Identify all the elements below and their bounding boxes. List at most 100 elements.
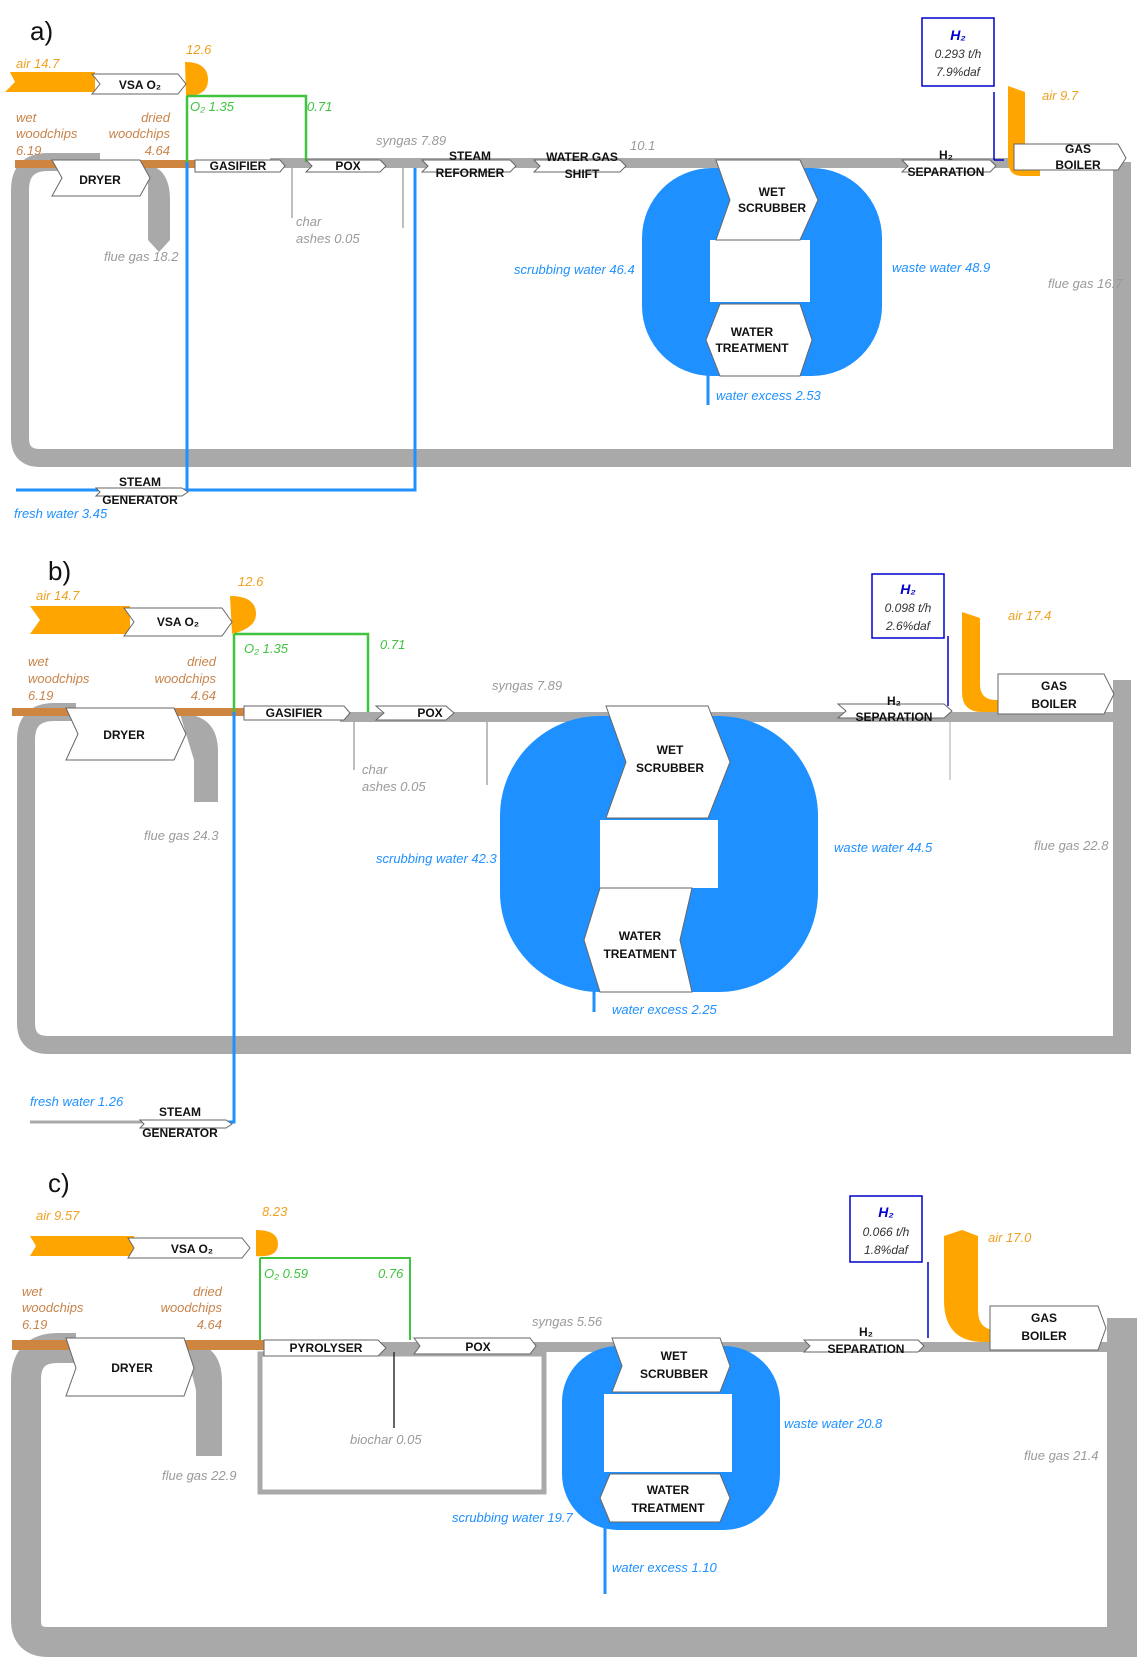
panel-a-label: a)	[30, 16, 53, 46]
unit-dryer: DRYER	[65, 1337, 195, 1397]
fresh-water-label: fresh water 1.26	[30, 1094, 124, 1109]
flue-gas-dryer-flow	[140, 164, 170, 240]
biochar-label: biochar 0.05	[350, 1432, 422, 1447]
fresh-water-label: fresh water 3.45	[14, 506, 108, 521]
h2-title: H₂	[950, 27, 965, 43]
air-boiler-flow	[944, 1230, 1006, 1342]
unit-pyrolyser: PYROLYSER	[263, 1339, 387, 1357]
scrubbing-water-label: scrubbing water 19.7	[452, 1510, 573, 1525]
vsa-out-label: 8.23	[262, 1204, 288, 1219]
air-in-flow	[30, 1236, 134, 1256]
dryer-label: DRYER	[103, 728, 145, 742]
steam-flow	[16, 162, 417, 492]
air-in-label: air 14.7	[16, 56, 60, 71]
water-excess-label: water excess 2.25	[612, 1002, 718, 1017]
steam-flow	[222, 712, 236, 1124]
unit-dryer: DRYER	[51, 159, 151, 197]
unit-pox: POX	[413, 1337, 537, 1355]
unit-pox: POX	[374, 705, 455, 721]
syngas-label: syngas 5.56	[532, 1314, 603, 1329]
flue-gas-dryer-label: flue gas 22.9	[162, 1468, 236, 1483]
h2-product-box: H₂ 0.293 t/h 7.9%daf	[921, 17, 995, 87]
dryer-label: DRYER	[79, 173, 121, 187]
vsa-label: VSA O₂	[157, 615, 199, 629]
vsa-label: VSA O₂	[119, 78, 161, 92]
air-in-label: air 9.57	[36, 1208, 80, 1223]
vsa-out-flow	[230, 596, 256, 634]
vsa-out-label: 12.6	[238, 574, 264, 589]
flue-gas-dryer-flow	[180, 714, 218, 802]
o2-label: O₂ 1.35	[244, 641, 289, 656]
h2-flow: 0.293 t/h	[935, 47, 982, 61]
o2-pox-label: 0.71	[380, 637, 405, 652]
waste-water-label: waste water 48.9	[892, 260, 990, 275]
h2-flow: 0.066 t/h	[863, 1225, 910, 1239]
o2-flow	[185, 94, 308, 162]
vsa-out-flow	[185, 62, 208, 96]
h2-product-box: H₂ 0.098 t/h 2.6%daf	[871, 573, 945, 639]
h2-title: H₂	[900, 581, 915, 597]
unit-vsa: VSA O₂	[90, 73, 187, 95]
h2-flow: 0.098 t/h	[885, 601, 932, 615]
panel-c: c) VSA O₂ DRYER PYROLYSER POX	[11, 1168, 1137, 1657]
h2-yield: 7.9%daf	[936, 65, 982, 79]
vsa-out-label: 12.6	[186, 42, 212, 57]
syngas-label: syngas 7.89	[492, 678, 562, 693]
syngas-line	[270, 158, 1110, 168]
panel-b-label: b)	[48, 556, 71, 586]
pox-label: POX	[465, 1340, 490, 1354]
gasifier-label: GASIFIER	[266, 706, 323, 720]
air-in-flow	[5, 72, 95, 92]
pyrolyser-label: PYROLYSER	[290, 1341, 363, 1355]
pox-label: POX	[417, 706, 442, 720]
pox-label: POX	[335, 159, 360, 173]
panel-c-label: c)	[48, 1168, 70, 1198]
flue-gas-dryer-label: flue gas 18.2	[104, 249, 179, 264]
waste-water-label: waste water 44.5	[834, 840, 933, 855]
air-in-flow	[30, 606, 130, 634]
vsa-label: VSA O₂	[171, 1242, 213, 1256]
o2-label: O₂ 0.59	[264, 1266, 308, 1281]
unit-dryer: DRYER	[65, 707, 187, 761]
flue-gas-boiler-label: flue gas 16.7	[1048, 276, 1123, 291]
o2-flow	[259, 1257, 411, 1340]
unit-gasifier: GASIFIER	[243, 705, 351, 721]
unit-pox: POX	[304, 159, 387, 173]
steam-reformer-label-1: STEAM	[449, 149, 491, 163]
syngas-line	[380, 1342, 1116, 1352]
o2-label: O₂ 1.35	[190, 99, 235, 114]
flue-gas-boiler-label: flue gas 21.4	[1024, 1448, 1098, 1463]
dryer-label: DRYER	[111, 1361, 153, 1375]
h2-title: H₂	[878, 1204, 893, 1220]
h2-product-box: H₂ 0.066 t/h 1.8%daf	[849, 1195, 923, 1263]
h2-yield: 2.6%daf	[885, 619, 932, 633]
